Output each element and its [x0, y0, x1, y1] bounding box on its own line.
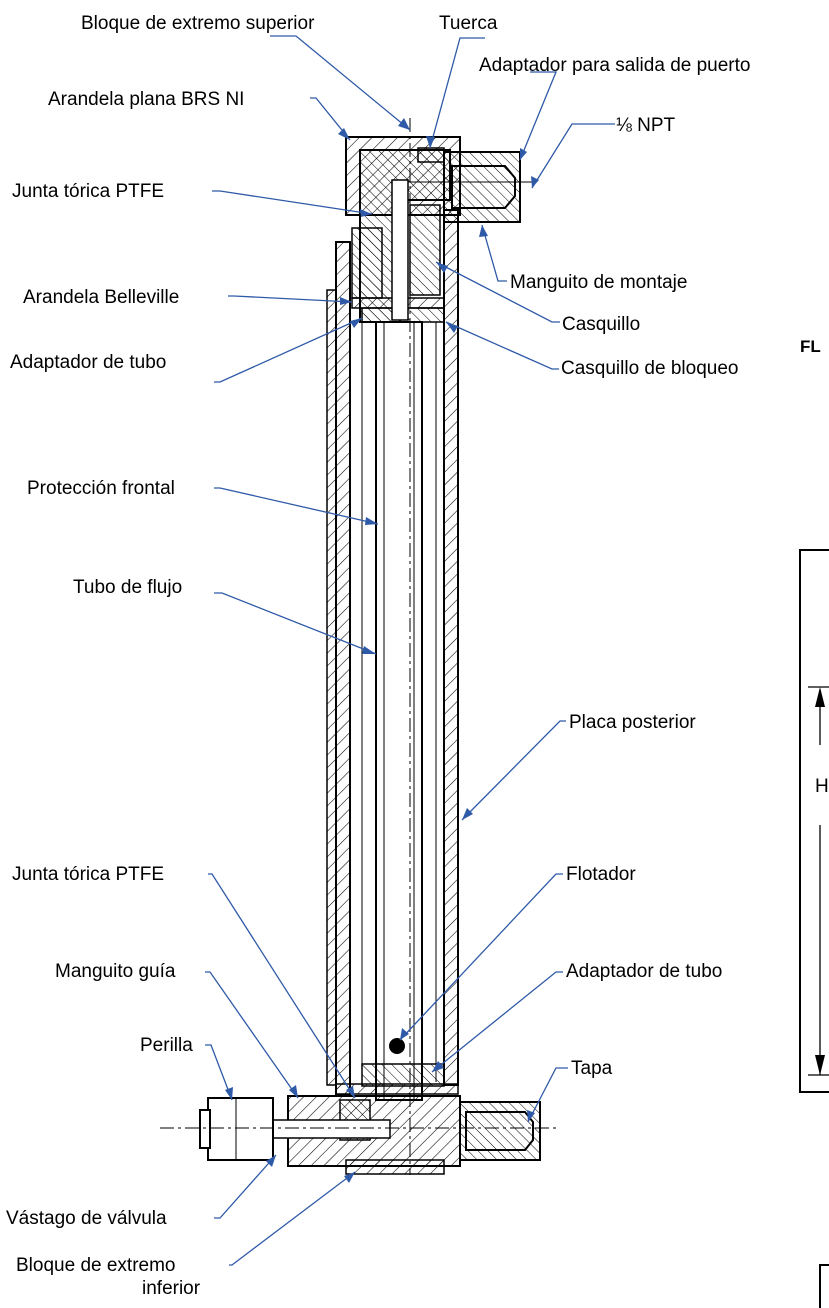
cap-shape	[459, 1101, 541, 1161]
label-float: Flotador	[566, 864, 636, 885]
label-bottom-end-block-line2: inferior	[142, 1278, 201, 1299]
label-npt: ⅛ NPT	[616, 115, 676, 136]
bushing-shape	[351, 227, 383, 299]
label-valve-stem: Vástago de válvula	[6, 1208, 167, 1229]
label-knob: Perilla	[140, 1035, 193, 1056]
label-lock-bushing: Casquillo de bloqueo	[561, 358, 738, 379]
float-shape	[389, 1038, 405, 1054]
port-adapter-shape	[443, 151, 521, 223]
mounting-sleeve-shape	[409, 204, 441, 296]
nut-shape	[417, 147, 445, 163]
label-oring-bottom: Junta tórica PTFE	[12, 864, 164, 885]
side-view: FL H	[799, 337, 829, 1308]
tube-adapter-bottom-shape	[361, 1063, 445, 1087]
label-cap: Tapa	[571, 1058, 613, 1079]
side-view-frame	[799, 549, 829, 1093]
label-flat-washer: Arandela plana BRS NI	[48, 89, 244, 110]
label-mounting-sleeve: Manguito de montaje	[510, 272, 687, 293]
label-port-adapter: Adaptador para salida de puerto	[479, 55, 750, 76]
label-nut: Tuerca	[439, 13, 498, 34]
flowmeter-drawing	[160, 118, 560, 1175]
label-front-shield: Protección frontal	[27, 478, 175, 499]
front-shield-shape	[335, 241, 351, 1096]
knob-shape	[207, 1097, 274, 1161]
label-bottom-end-block-line1: Bloque de extremo	[16, 1255, 176, 1276]
label-back-plate: Placa posterior	[569, 712, 696, 733]
labels: Bloque de extremo superior Tuerca Adapta…	[6, 13, 750, 1299]
leader-lines	[205, 35, 615, 1266]
label-top-end-block: Bloque de extremo superior	[81, 13, 315, 34]
flow-tube-shape	[375, 321, 423, 1101]
label-bushing: Casquillo	[562, 314, 640, 335]
front-shield-outer	[326, 289, 337, 1086]
label-guide-sleeve: Manguito guía	[55, 961, 176, 982]
label-tube-adapter-bottom: Adaptador de tubo	[566, 961, 722, 982]
side-view-h-label: H	[815, 776, 829, 797]
label-tube-adapter-top: Adaptador de tubo	[10, 352, 166, 373]
back-plate-shape	[443, 209, 459, 1086]
side-view-fl-label: FL	[800, 337, 821, 356]
label-oring-top: Junta tórica PTFE	[12, 181, 164, 202]
label-flow-tube: Tubo de flujo	[73, 577, 182, 598]
label-belleville-washer: Arandela Belleville	[23, 287, 179, 308]
